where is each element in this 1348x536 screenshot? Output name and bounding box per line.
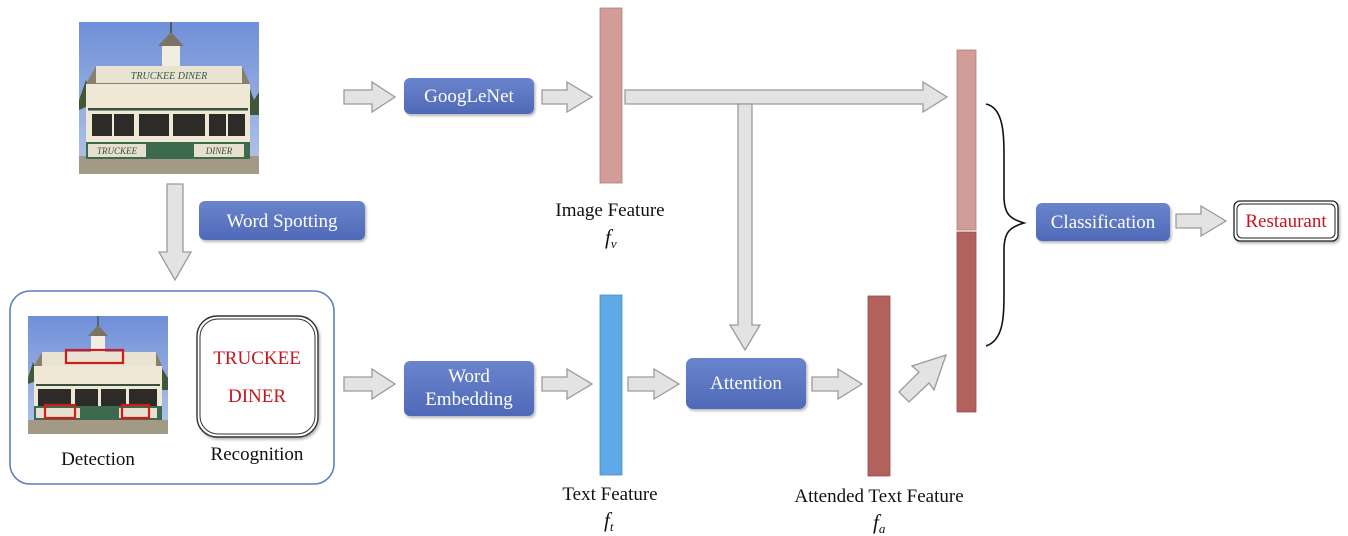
text-feature-caption: Text Feature — [562, 484, 657, 505]
detection-photo — [28, 316, 168, 434]
classification-node: Classification — [1036, 203, 1170, 241]
combined-attended-feature-bar — [956, 231, 977, 413]
output-restaurant-box: Restaurant — [1233, 200, 1339, 242]
detection-box-right — [120, 403, 151, 420]
combined-image-feature-bar — [956, 49, 977, 231]
storefront-top-sign-text: TRUCKEE DINER — [131, 71, 207, 82]
text-feature-bar — [599, 294, 623, 476]
arrow-attention-to-attended-feature — [811, 367, 864, 401]
arrow-embedding-to-text-feature — [541, 367, 594, 401]
text-feature-symbol: ft — [604, 508, 614, 534]
concat-curly-brace — [985, 103, 1027, 347]
arrows — [157, 80, 1228, 403]
detection-recognition-frame — [9, 290, 335, 485]
arrow-photo-to-googlenet — [343, 80, 397, 114]
arrow-attended-to-concat — [898, 353, 948, 403]
attended-text-feature-symbol: fa — [873, 510, 886, 536]
detection-caption: Detection — [61, 449, 135, 470]
arrow-photo-to-detection — [157, 183, 193, 282]
word-spotting-node: Word Spotting — [199, 201, 365, 240]
recognized-word-1: TRUCKEE — [213, 348, 301, 369]
image-feature-caption: Image Feature — [555, 200, 664, 221]
word-spotting-label: Word Spotting — [227, 211, 338, 232]
arrow-image-feature-to-concat — [624, 80, 949, 114]
recognition-box: TRUCKEE DINER — [196, 315, 319, 438]
arrow-googlenet-to-image-feature — [541, 80, 594, 114]
attended-text-feature-bar — [867, 295, 891, 477]
arrow-text-feature-to-attention — [627, 367, 681, 401]
arrow-recognition-to-embedding — [343, 367, 397, 401]
storefront-photo: TRUCKEE DINER TRUCKEE DINER — [79, 22, 259, 174]
classification-label: Classification — [1051, 212, 1156, 233]
recognized-word-2: DINER — [228, 386, 286, 407]
attention-label: Attention — [710, 373, 782, 394]
detection-box-top — [64, 348, 125, 365]
image-feature-bar — [599, 7, 623, 184]
arrow-classification-to-output — [1175, 204, 1228, 238]
word-embedding-node: Word Embedding — [404, 361, 534, 416]
storefront-right-sign-text: DINER — [205, 146, 233, 156]
googlenet-node: GoogLeNet — [404, 78, 534, 114]
arrow-image-feature-to-attention — [728, 103, 762, 352]
storefront-left-sign-text: TRUCKEE — [97, 146, 138, 156]
output-label: Restaurant — [1245, 211, 1327, 232]
attended-text-feature-caption: Attended Text Feature — [794, 486, 963, 507]
image-feature-symbol: fv — [605, 225, 617, 251]
attention-node: Attention — [686, 358, 806, 409]
word-embedding-label-line1: Word — [448, 366, 490, 387]
googlenet-label: GoogLeNet — [424, 86, 514, 107]
word-embedding-label-line2: Embedding — [425, 389, 513, 410]
detection-box-left — [43, 403, 77, 420]
recognition-caption: Recognition — [211, 444, 304, 465]
